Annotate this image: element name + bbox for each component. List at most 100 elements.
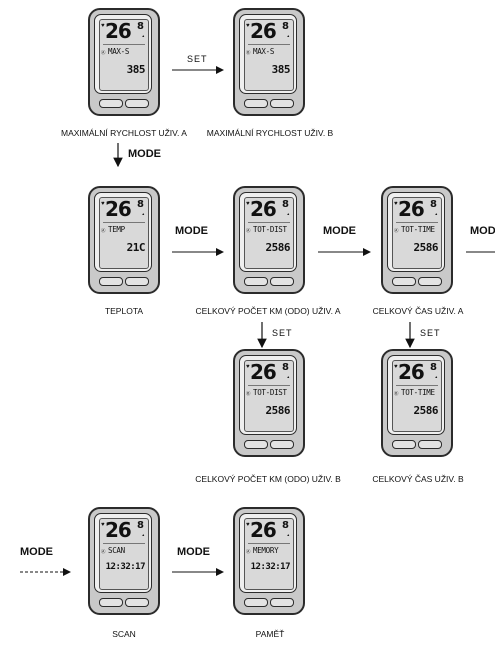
mode-text: TEMP — [108, 225, 125, 234]
mode-label-2: MODE — [175, 225, 208, 237]
unit-icon: ▲ — [141, 212, 145, 216]
mode-text: TOT-TIME — [401, 388, 435, 397]
heart-icon: ♥ — [246, 201, 250, 207]
heart-icon: ♥ — [101, 23, 105, 29]
mode-label-4: MODE — [20, 546, 53, 558]
lcd-screen: ♥ 26 8 ▲ Ⓑ TOT-DIST 2586 — [244, 360, 294, 432]
left-button[interactable] — [244, 277, 268, 286]
user-marker-icon: Ⓐ — [246, 228, 251, 233]
value-readout: 21C — [126, 241, 146, 254]
value-readout: 2586 — [413, 404, 439, 417]
left-button[interactable] — [244, 440, 268, 449]
caption-max-b: MAXIMÁLNÍ RYCHLOST UŽIV. B — [206, 128, 334, 138]
value-readout: 385 — [126, 63, 146, 76]
right-button[interactable] — [125, 99, 149, 108]
user-marker-icon: Ⓑ — [246, 391, 251, 396]
unit-icon: ▲ — [141, 34, 145, 38]
speed-decimal: 8 — [282, 21, 289, 32]
device-dist-a: ♥ 26 8 ▲ Ⓐ TOT-DIST 2586 — [233, 186, 305, 294]
right-button[interactable] — [125, 277, 149, 286]
speed-decimal: 8 — [137, 520, 144, 531]
mode-text: TOT-TIME — [401, 225, 435, 234]
lcd-screen: ♥ 26 8 ▲ Ⓑ MAX-S 385 — [244, 19, 294, 91]
left-button[interactable] — [99, 99, 123, 108]
speed-decimal: 8 — [430, 199, 437, 210]
set-label-1: SET — [187, 54, 208, 64]
unit-icon: ▲ — [141, 533, 145, 537]
mode-text: MEMORY — [253, 546, 279, 555]
right-button[interactable] — [418, 440, 442, 449]
user-marker-icon: Ⓐ — [101, 228, 106, 233]
mode-label-1: MODE — [128, 148, 161, 160]
heart-icon: ♥ — [246, 522, 250, 528]
heart-icon: ♥ — [246, 364, 250, 370]
device-max-b: ♥ 26 8 ▲ Ⓑ MAX-S 385 — [233, 8, 305, 116]
lcd-screen: ♥ 26 8 ▲ Ⓐ SCAN 12:32:17 — [99, 518, 149, 590]
mode-label-5: MODE — [177, 546, 210, 558]
left-button[interactable] — [99, 598, 123, 607]
user-marker-icon: Ⓐ — [101, 549, 106, 554]
caption-temp: TEPLOTA — [104, 306, 144, 316]
device-max-a: ♥ 26 8 ▲ Ⓐ MAX-S 385 — [88, 8, 160, 116]
set-label-2: SET — [272, 328, 293, 338]
heart-icon: ♥ — [394, 364, 398, 370]
speed-readout: 26 — [250, 19, 277, 43]
speed-decimal: 8 — [282, 520, 289, 531]
user-marker-icon: Ⓐ — [246, 549, 251, 554]
caption-dist-a: CELKOVÝ POČET KM (ODO) UŽIV. A — [195, 306, 341, 316]
caption-memory: PAMĚŤ — [255, 629, 285, 639]
right-button[interactable] — [270, 99, 294, 108]
right-button[interactable] — [270, 277, 294, 286]
unit-icon: ▲ — [434, 212, 438, 216]
speed-readout: 26 — [250, 197, 277, 221]
value-readout: 12:32:17 — [105, 562, 146, 572]
lcd-screen: ♥ 26 8 ▲ Ⓑ TOT-TIME 2586 — [392, 360, 442, 432]
speed-readout: 26 — [398, 197, 425, 221]
user-marker-icon: Ⓑ — [394, 391, 399, 396]
caption-dist-b: CELKOVÝ POČET KM (ODO) UŽIV. B — [195, 474, 341, 484]
heart-icon: ♥ — [394, 201, 398, 207]
left-button[interactable] — [392, 277, 416, 286]
left-button[interactable] — [244, 99, 268, 108]
value-readout: 2586 — [265, 404, 291, 417]
user-marker-icon: Ⓐ — [394, 228, 399, 233]
device-scan: ♥ 26 8 ▲ Ⓐ SCAN 12:32:17 — [88, 507, 160, 615]
speed-decimal: 8 — [282, 199, 289, 210]
mode-label-cut: MOD — [470, 225, 495, 237]
right-button[interactable] — [270, 598, 294, 607]
speed-readout: 26 — [398, 360, 425, 384]
left-button[interactable] — [392, 440, 416, 449]
value-readout: 12:32:17 — [250, 562, 291, 572]
speed-decimal: 8 — [430, 362, 437, 373]
speed-decimal: 8 — [137, 21, 144, 32]
caption-scan: SCAN — [112, 629, 136, 639]
speed-readout: 26 — [250, 360, 277, 384]
mode-text: SCAN — [108, 546, 125, 555]
right-button[interactable] — [270, 440, 294, 449]
left-button[interactable] — [99, 277, 123, 286]
device-memory: ♥ 26 8 ▲ Ⓐ MEMORY 12:32:17 — [233, 507, 305, 615]
device-time-a: ♥ 26 8 ▲ Ⓐ TOT-TIME 2586 — [381, 186, 453, 294]
unit-icon: ▲ — [286, 34, 290, 38]
unit-icon: ▲ — [286, 533, 290, 537]
lcd-screen: ♥ 26 8 ▲ Ⓐ TOT-TIME 2586 — [392, 197, 442, 269]
right-button[interactable] — [418, 277, 442, 286]
lcd-screen: ♥ 26 8 ▲ Ⓐ TEMP 21C — [99, 197, 149, 269]
value-readout: 2586 — [265, 241, 291, 254]
heart-icon: ♥ — [101, 522, 105, 528]
value-readout: 2586 — [413, 241, 439, 254]
heart-icon: ♥ — [101, 201, 105, 207]
device-time-b: ♥ 26 8 ▲ Ⓑ TOT-TIME 2586 — [381, 349, 453, 457]
speed-readout: 26 — [105, 197, 132, 221]
caption-max-a: MAXIMÁLNÍ RYCHLOST UŽIV. A — [61, 128, 187, 138]
right-button[interactable] — [125, 598, 149, 607]
unit-icon: ▲ — [286, 212, 290, 216]
mode-text: TOT-DIST — [253, 388, 287, 397]
speed-readout: 26 — [105, 19, 132, 43]
left-button[interactable] — [244, 598, 268, 607]
value-readout: 385 — [271, 63, 291, 76]
user-marker-icon: Ⓑ — [246, 50, 251, 55]
mode-text: MAX-S — [108, 47, 130, 56]
speed-readout: 26 — [105, 518, 132, 542]
caption-time-b: CELKOVÝ ČAS UŽIV. B — [372, 474, 464, 484]
